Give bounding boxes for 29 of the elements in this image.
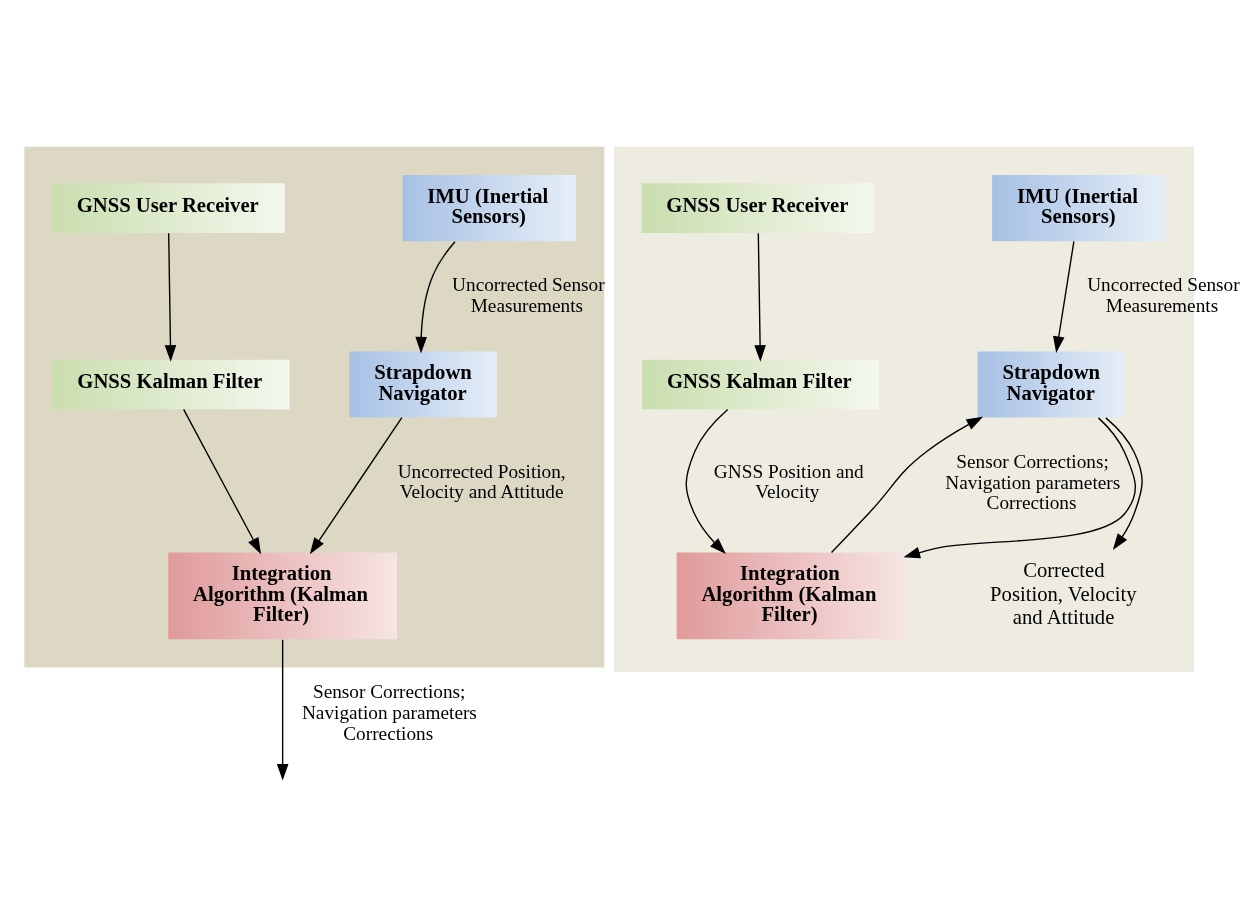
arrow [415, 240, 456, 353]
arrow [164, 232, 177, 362]
node-box: GNSS Kalman Filter [642, 359, 880, 409]
node-box: Integration Algorithm (Kalman Filter) [168, 552, 397, 639]
node-box: IMU (Inertial Sensors) [402, 174, 577, 241]
node-box: GNSS User Receiver [641, 182, 875, 233]
arrow [1053, 240, 1075, 353]
node-box: GNSS User Receiver [51, 182, 285, 233]
node-box: IMU (Inertial Sensors) [992, 174, 1166, 241]
node-box: Strapdown Navigator [977, 350, 1126, 418]
arrow [309, 416, 403, 554]
node-text: Corrected Position, Velocity and Attitude [990, 558, 1137, 628]
cluster [24, 146, 605, 668]
edge-label: Uncorrected Position, Velocity and Attitude [397, 460, 566, 502]
edge-label: Sensor Corrections; Navigation parameters Corrections [945, 450, 1121, 513]
arrow [276, 638, 289, 781]
edge-label: GNSS Position and Velocity [713, 460, 864, 502]
edge-label: Uncorrected Sensor Measurements [1087, 273, 1240, 316]
arrow [685, 408, 729, 554]
node-box: Integration Algorithm (Kalman Filter) [676, 552, 906, 639]
arrow [182, 408, 262, 554]
edge-label: Sensor Corrections; Navigation parameters Corrections [301, 680, 477, 744]
edge-label: Uncorrected Sensor Measurements [452, 273, 605, 316]
arrow [1105, 416, 1143, 550]
arrow [830, 416, 984, 553]
arrow [754, 232, 766, 362]
arrow [903, 416, 1136, 558]
node-box: GNSS Kalman Filter [52, 359, 290, 409]
node-box: Strapdown Navigator [349, 350, 497, 418]
